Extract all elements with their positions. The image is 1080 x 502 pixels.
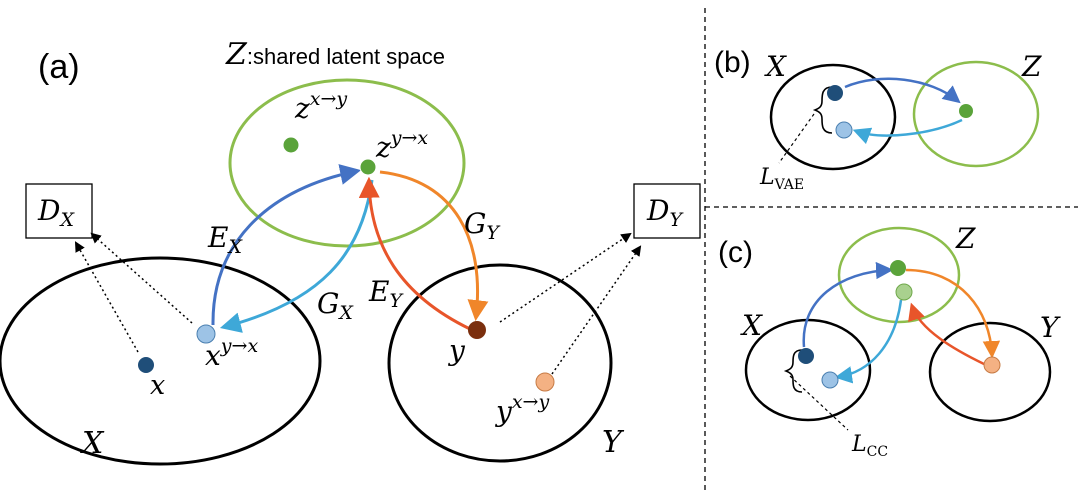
encoder-x-label: EX (207, 221, 243, 258)
panel-a: (a) Z:shared latent space DX DY zx (0, 37, 701, 466)
disc-x-arrow-from-x (74, 241, 139, 353)
panel-c-point-z-light (895, 283, 913, 301)
panel-b-domain-x-label: X (764, 50, 787, 83)
generator-x-label: GX (317, 287, 354, 324)
panel-b-point-x (827, 85, 843, 101)
domain-y-label: Y (602, 425, 625, 460)
panel-b-loss-leader (778, 113, 815, 164)
panel-c-latent-z-label: Z (955, 222, 976, 255)
latent-title-text: :shared latent space (247, 44, 445, 69)
point-x (138, 357, 154, 373)
label-z-yx: zy→x (375, 127, 428, 164)
discriminator-y-box (633, 183, 701, 239)
encoder-x-arrow (211, 164, 362, 326)
panel-c-loss-label: LCC (851, 432, 888, 460)
panel-b-latent-ellipse (912, 60, 1040, 168)
panel-c-generate-x-arrow (834, 299, 903, 384)
discriminator-x-label: DX (37, 194, 75, 231)
disc-y-arrow-from-yxy (551, 245, 642, 375)
panel-c-domain-x-label: X (740, 309, 763, 342)
label-y: y (447, 334, 466, 367)
generator-y-label: GY (464, 207, 501, 244)
disc-y-arrow-from-y (499, 232, 632, 323)
panel-c-latent-ellipse (837, 226, 961, 324)
generator-y-arrow (379, 170, 489, 322)
latent-space-title: Z:shared latent space (225, 37, 445, 72)
domain-x-ellipse (0, 256, 322, 466)
panel-a-label: (a) (38, 48, 80, 86)
panel-b-latent-z-label: Z (1021, 50, 1042, 83)
point-y-xy (535, 372, 555, 392)
label-z-xy: zx→y (294, 88, 347, 125)
point-z-yx (359, 158, 377, 176)
panel-c-point-x (798, 348, 814, 364)
encoder-y-arrow (358, 176, 471, 331)
panel-b-brace (812, 86, 833, 134)
domain-x-label: X (80, 426, 105, 461)
panel-b: (b) X Z LVAE (714, 46, 1042, 193)
panel-c-point-x-cycle (821, 371, 839, 389)
panel-c-domain-x-ellipse (744, 318, 872, 422)
panel-c-domain-y-label: Y (1040, 311, 1061, 344)
label-y-xy: yx→y (494, 391, 549, 428)
panel-c-point-z (890, 260, 906, 276)
panel-c: (c) Z X Y LCC (718, 222, 1061, 460)
discriminator-x-box (25, 183, 93, 239)
latent-title-symbol: Z (225, 37, 248, 72)
panel-c-brace (783, 349, 803, 393)
panel-b-decode-arrow (852, 118, 963, 145)
encoder-y-label: EY (368, 275, 404, 312)
point-z-xy (282, 136, 300, 154)
point-y (468, 321, 486, 339)
disc-x-arrow-from-xyx (90, 232, 193, 324)
label-x: x (150, 370, 165, 401)
generator-x-arrow (219, 179, 374, 333)
latent-space-ellipse (228, 78, 466, 248)
discriminator-y-label: DY (646, 194, 684, 231)
domain-y-ellipse (387, 263, 613, 463)
panel-c-loss-leader (789, 375, 849, 431)
panel-b-point-z (959, 104, 973, 118)
panel-b-loss-label: LVAE (759, 165, 804, 193)
panel-b-label: (b) (714, 46, 751, 79)
label-x-yx: xy→x (205, 335, 258, 372)
panel-c-generate-y-arrow (905, 268, 1001, 359)
panel-c-encode-x-arrow (802, 261, 894, 348)
panel-c-label: (c) (718, 236, 753, 269)
panel-c-encode-y-arrow (908, 302, 985, 366)
panel-b-encode-arrow (844, 77, 961, 104)
panel-b-point-x-recon (835, 121, 853, 139)
panel-c-point-y (983, 356, 1001, 374)
point-x-yx (196, 324, 216, 344)
panel-c-domain-y-ellipse (928, 321, 1052, 423)
panel-b-domain-x-ellipse (769, 63, 897, 171)
